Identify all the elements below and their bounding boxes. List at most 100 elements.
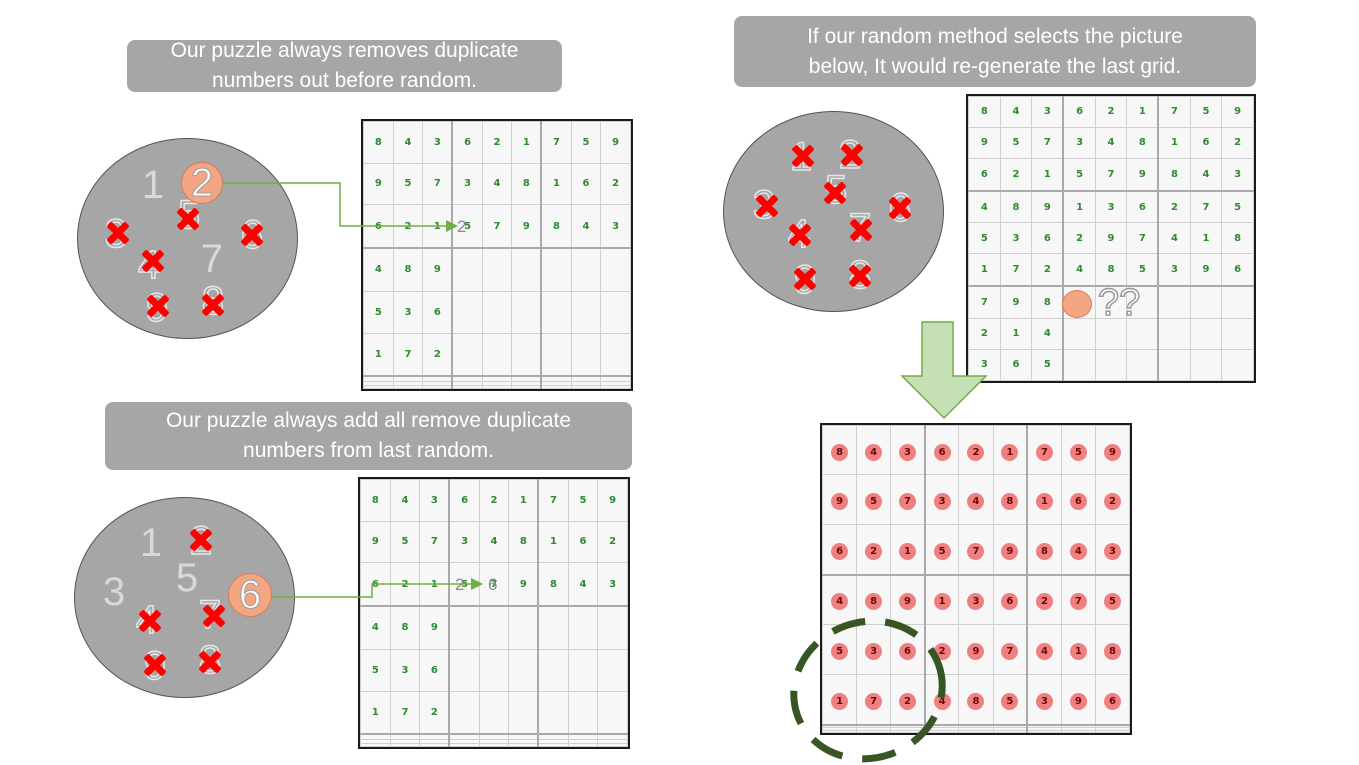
grid-cell: 3 [448,520,480,564]
grid-cell: 5 [1031,348,1065,381]
grid-cell: 7 [1031,126,1065,159]
grid-cell: 6 [419,648,451,692]
grid-cell [540,290,572,334]
grid-cell: 6 [1103,692,1121,710]
grid-cell: 2 [478,479,510,522]
grid-cell: 2 [1031,253,1065,288]
grid-cell: 1 [511,121,543,164]
grid-cell: 1 [1069,643,1087,661]
grid-cell: 4 [1189,157,1223,192]
grid-cell: 4 [363,247,394,292]
grid-cell: 3 [392,290,424,334]
grid-cell: 6 [570,162,602,206]
grid-cell: 8 [389,605,421,650]
grid-cell: 8 [540,204,572,250]
grid-cell [478,648,510,692]
grid-cell: 5 [363,290,394,334]
grid-cell: 6 [360,562,391,608]
grid-cell [508,648,540,692]
grid-cell [540,332,572,378]
grid-cell [1126,285,1160,319]
grid-cell: 7 [1157,96,1191,128]
grid-cell: 7 [968,285,1001,319]
grid-cell: 9 [999,285,1033,319]
grid-cell: 4 [389,479,421,522]
grid-cell: 2 [967,443,985,461]
grid-cell: 5 [389,520,421,564]
grid-cell: 2 [933,643,951,661]
grid-cell: 5 [999,126,1033,159]
grid-cell: 2 [392,204,424,250]
cross-icon [840,143,864,167]
grid-cell: 1 [419,562,451,608]
grid-cell [448,690,480,736]
grid-cell: 2 [865,542,883,560]
grid-cell: 2 [1062,222,1096,255]
grid-cell: 6 [831,542,849,560]
grid-cell: 6 [451,121,483,164]
grid-cell: 4 [360,605,391,650]
grid-cell: 7 [967,542,985,560]
grid-cell: 4 [865,443,883,461]
pool-number: 1 [141,163,165,207]
grid-cell: 9 [1189,253,1223,288]
grid-cell [1062,317,1096,350]
grid-cell: 9 [1094,222,1128,255]
grid-cell: 1 [933,593,951,611]
grid-cell: 2 [422,332,454,378]
grid-cell: 5 [1221,190,1254,224]
grid-cell: 8 [967,692,985,710]
grid-cell: 9 [1031,190,1065,224]
grid-cell [481,290,513,334]
grid-cell [451,332,483,378]
grid-cell: 8 [363,121,394,164]
grid-cell: 2 [481,121,513,164]
grid-cell: 7 [999,253,1033,288]
grid-cell: 8 [360,479,391,522]
grid-cell [1221,317,1254,350]
selected-number-a: 2 [181,160,223,205]
cross-icon [848,264,872,288]
selected-number-b: 6 [228,572,272,617]
grid-cell: 2 [1094,96,1128,128]
grid-cell: 1 [968,253,1001,288]
cross-icon [240,223,264,247]
grid-cell [481,247,513,292]
grid-cell: 5 [567,479,599,522]
grid-cell: 4 [481,162,513,206]
grid-cell: 3 [419,479,451,522]
grid-cell: 9 [363,162,394,206]
cross-icon [755,194,779,218]
grid-cell: 9 [360,520,391,564]
grid-cell [1126,348,1160,381]
grid-cell: 6 [899,643,917,661]
grid-cell: 6 [999,348,1033,381]
grid-cell: 7 [899,492,917,510]
grid-cell: 2 [999,157,1033,192]
empty-selection-marker [1062,290,1092,318]
grid-cell: 9 [831,492,849,510]
grid-cell [508,690,540,736]
grid-cell: 7 [1035,443,1053,461]
grid-cell [1189,317,1223,350]
grid-cell: 1 [363,332,394,378]
grid-cell: 9 [899,593,917,611]
grid-cell: 9 [597,479,628,522]
grid-cell: 9 [511,204,543,250]
grid-cell: 6 [1001,593,1019,611]
callout-line: below, It would re-generate the last gri… [808,54,1182,78]
grid-cell: 5 [968,222,1001,255]
callout-line: If our random method selects the picture [807,24,1183,48]
cross-icon [176,207,200,231]
grid-cell [600,332,631,378]
grid-cell: 5 [360,648,391,692]
grid-cell: 3 [899,443,917,461]
pool-number: 7 [200,237,224,281]
grid-cell [1221,348,1254,381]
grid-cell: 2 [1157,190,1191,224]
grid-cell: 9 [1069,692,1087,710]
grid-cell: 6 [1069,492,1087,510]
grid-cell: 6 [933,443,951,461]
grid-cell [1126,317,1160,350]
